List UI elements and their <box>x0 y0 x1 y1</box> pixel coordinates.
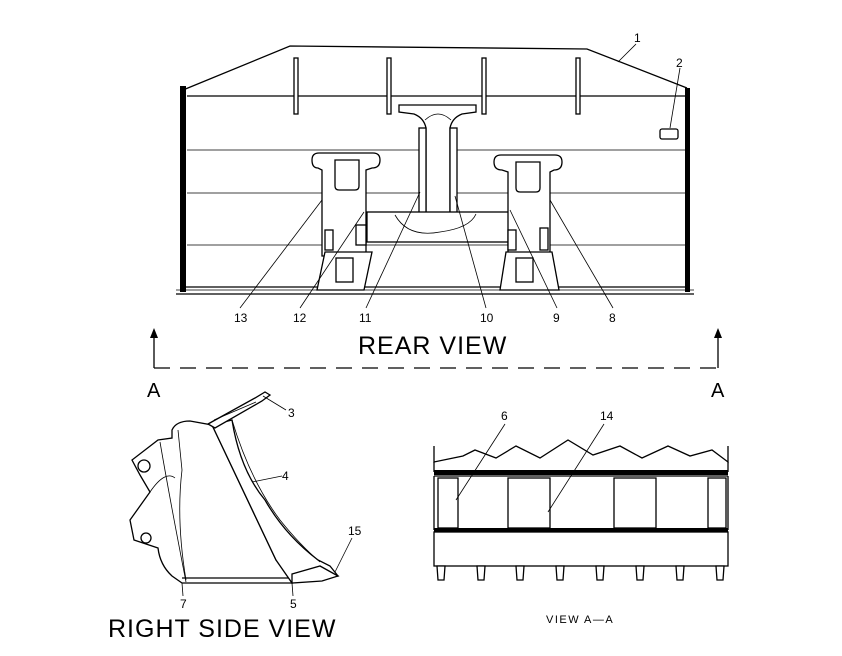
view-a-a-leaders <box>455 423 605 513</box>
section-marker-left: A <box>147 380 161 402</box>
side-view-leaders <box>181 395 353 597</box>
callout-10: 10 <box>480 311 494 325</box>
callout-3: 3 <box>288 406 295 420</box>
rear-view-drawing <box>176 45 694 295</box>
callout-4: 4 <box>282 469 289 483</box>
callout-12: 12 <box>293 311 307 325</box>
callout-11: 11 <box>359 311 372 325</box>
rear-view-title: REAR VIEW <box>358 332 507 360</box>
side-view-drawing <box>129 391 340 584</box>
callout-5: 5 <box>290 597 297 611</box>
rear-view-leaders <box>239 43 681 309</box>
callout-8: 8 <box>609 311 616 325</box>
section-line-a-a <box>150 328 722 369</box>
callout-2: 2 <box>676 56 683 70</box>
callout-15: 15 <box>348 524 362 538</box>
view-a-a-drawing <box>433 439 729 581</box>
callout-1: 1 <box>634 31 641 45</box>
section-marker-right: A <box>711 380 725 402</box>
right-side-view-title: RIGHT SIDE VIEW <box>108 615 336 643</box>
callout-9: 9 <box>553 311 560 325</box>
view-a-a-title: VIEW A—A <box>546 614 614 626</box>
callout-7: 7 <box>180 597 187 611</box>
callout-14: 14 <box>600 409 614 423</box>
callout-6: 6 <box>501 409 508 423</box>
callout-13: 13 <box>234 311 248 325</box>
